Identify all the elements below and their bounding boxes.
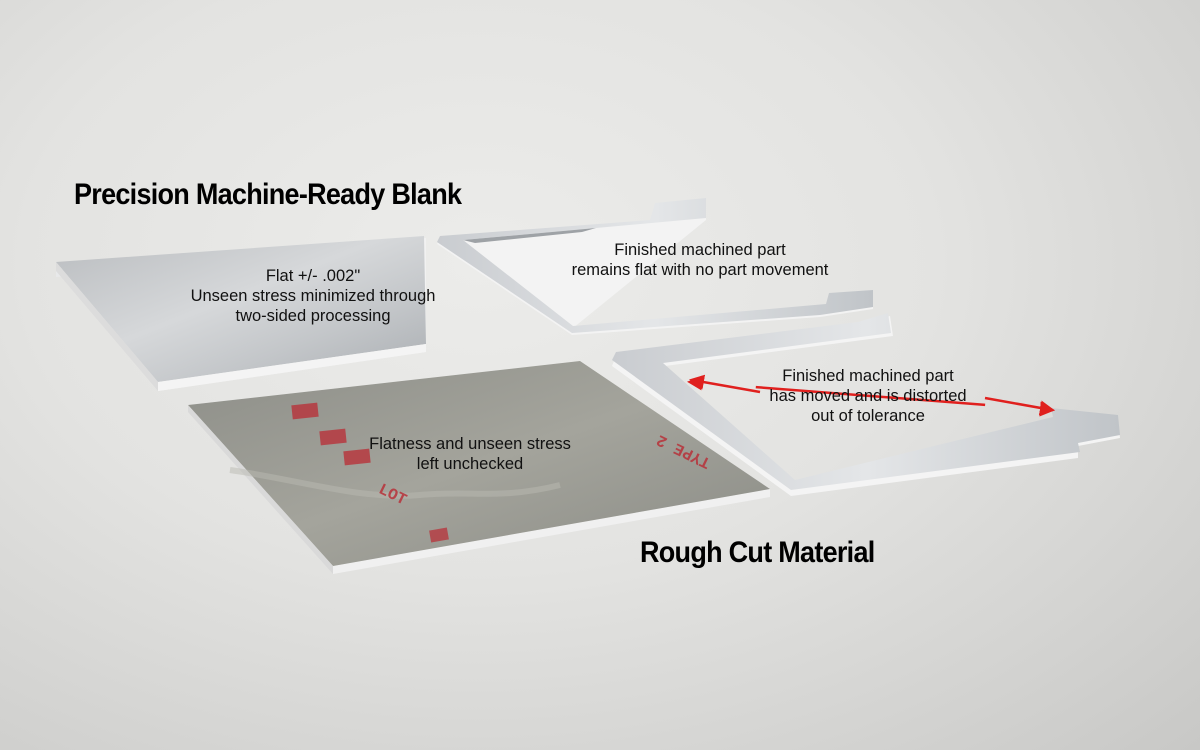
precision-blank-plate	[56, 236, 426, 391]
rough-cut-plate	[188, 361, 770, 574]
precision-blank-heading: Precision Machine-Ready Blank	[74, 178, 462, 211]
arrow-right-segment	[984, 396, 1055, 416]
tolerance-arrow	[687, 375, 1055, 417]
rough-plate-label: Flatness and unseen stress left unchecke…	[369, 435, 571, 473]
flat-part-label: Finished machined part remains flat with…	[571, 241, 829, 279]
flat-machined-part	[437, 198, 873, 335]
distorted-machined-part	[612, 313, 1120, 496]
distorted-part-label: Finished machined part has moved and is …	[769, 367, 967, 425]
arrow-left-segment	[689, 374, 761, 394]
rough-cut-heading: Rough Cut Material	[640, 536, 875, 569]
blank-plate-label: Flat +/- .002" Unseen stress minimized t…	[190, 267, 436, 325]
